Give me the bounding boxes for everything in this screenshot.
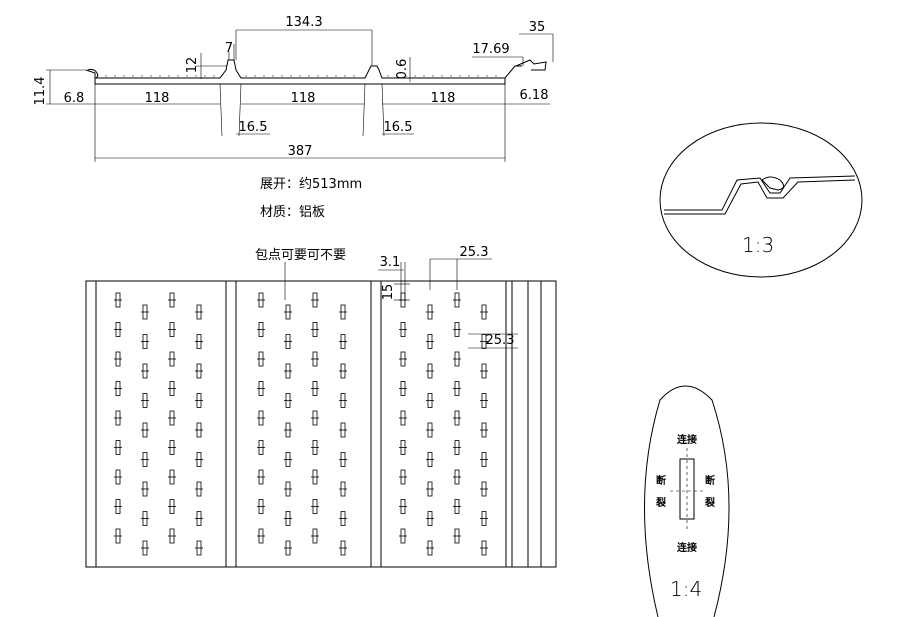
dim-top-pitch: 134.3 xyxy=(285,15,322,30)
dim-pan-2: 118 xyxy=(291,91,316,106)
dim-rib-top: 7 xyxy=(225,41,233,56)
profile-outline xyxy=(85,59,522,79)
dim-rib-height: 12 xyxy=(185,57,200,74)
dim-thickness: 0.6 xyxy=(395,59,410,80)
dim-total-width: 387 xyxy=(288,144,313,159)
note-unfold: 展开：约513mm xyxy=(260,177,362,192)
dim-rib-base-2: 16.5 xyxy=(384,120,413,135)
detail-1-scale: 1:3 xyxy=(742,233,774,257)
detail-2-label-top: 连接 xyxy=(677,433,697,446)
detail-2-label-left: 断 xyxy=(656,474,666,487)
dim-lap-offset: 17.69 xyxy=(472,42,509,57)
slot-pattern xyxy=(114,292,488,556)
detail-2: 连接 连接 断 裂 断 裂 1:4 xyxy=(643,385,730,617)
dim-height: 11.4 xyxy=(33,77,48,106)
dim-rib-base-1: 16.5 xyxy=(239,120,268,135)
dim-lap-width: 35 xyxy=(529,20,546,35)
svg-text:裂: 裂 xyxy=(655,496,666,509)
dim-pan-1: 118 xyxy=(145,91,170,106)
right-hook xyxy=(515,59,547,71)
plan-view: 包点可要可不要 3.1 15 25.3 25.3 xyxy=(85,245,557,568)
detail-2-scale: 1:4 xyxy=(670,577,702,601)
dim-pitch-x: 25.3 xyxy=(460,245,489,260)
dim-left-edge: 6.8 xyxy=(64,91,85,106)
left-hook xyxy=(87,68,99,79)
profile-section: 134.3 7 12 0.6 35 17.69 11.4 6.8 118 118… xyxy=(33,15,554,162)
dim-slot-width: 3.1 xyxy=(380,255,401,270)
detail-2-label-right: 断 xyxy=(705,474,715,487)
note-emboss: 包点可要可不要 xyxy=(255,248,346,263)
dim-right-edge: 6.18 xyxy=(520,88,549,103)
dim-pitch-y: 25.3 xyxy=(486,333,515,348)
dim-pan-3: 118 xyxy=(431,91,456,106)
svg-text:裂: 裂 xyxy=(704,496,715,509)
note-material: 材质：铝板 xyxy=(260,205,325,220)
detail-2-label-bottom: 连接 xyxy=(677,541,697,554)
dim-slot-length: 15 xyxy=(381,284,396,301)
detail-1: 1:3 xyxy=(659,122,863,278)
